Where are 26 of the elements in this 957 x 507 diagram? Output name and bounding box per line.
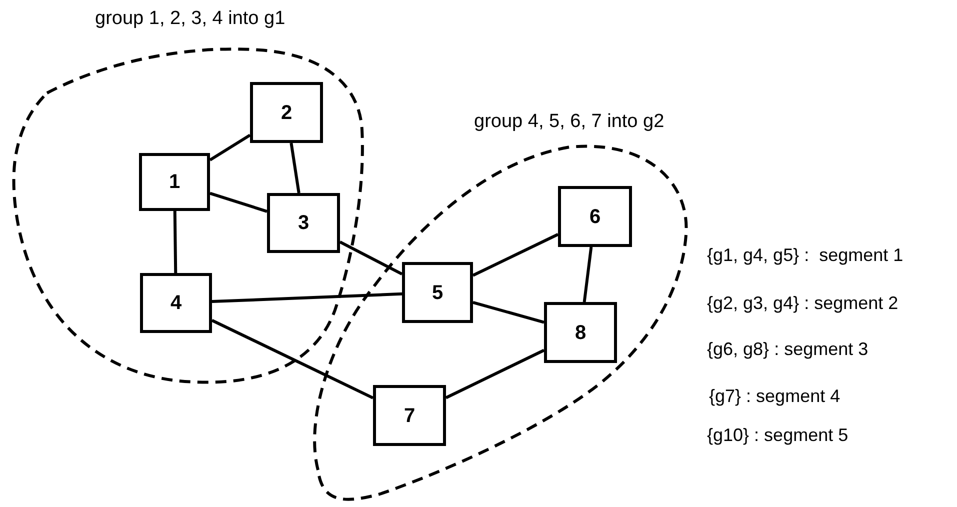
segment-label: {g1, g4, g5} : segment 1 <box>707 244 904 267</box>
connector-line <box>339 240 403 276</box>
node-box: 6 <box>558 186 632 247</box>
connector-line <box>173 210 178 274</box>
node-box: 4 <box>140 273 212 333</box>
segment-label: {g10} : segment 5 <box>707 424 848 447</box>
connector-line <box>472 233 559 277</box>
group-heading: group 1, 2, 3, 4 into g1 <box>95 7 286 31</box>
segment-label: {g7} : segment 4 <box>709 385 840 408</box>
connector-line <box>290 142 300 194</box>
node-box: 5 <box>402 262 473 323</box>
connector-line <box>210 192 268 213</box>
connector-line <box>472 300 544 324</box>
segment-label: {g6, g8} : segment 3 <box>707 338 868 361</box>
connector-line <box>209 134 251 162</box>
node-box: 1 <box>139 153 210 211</box>
node-box: 8 <box>544 302 617 363</box>
node-box: 7 <box>373 385 446 446</box>
node-box: 3 <box>267 193 340 253</box>
connector-line <box>445 348 545 400</box>
connector-line <box>582 246 593 302</box>
connector-line <box>212 292 402 304</box>
group-heading: group 4, 5, 6, 7 into g2 <box>474 110 664 134</box>
node-box: 2 <box>250 82 323 143</box>
segment-label: {g2, g3, g4} : segment 2 <box>707 292 898 315</box>
connector-line <box>211 319 374 400</box>
